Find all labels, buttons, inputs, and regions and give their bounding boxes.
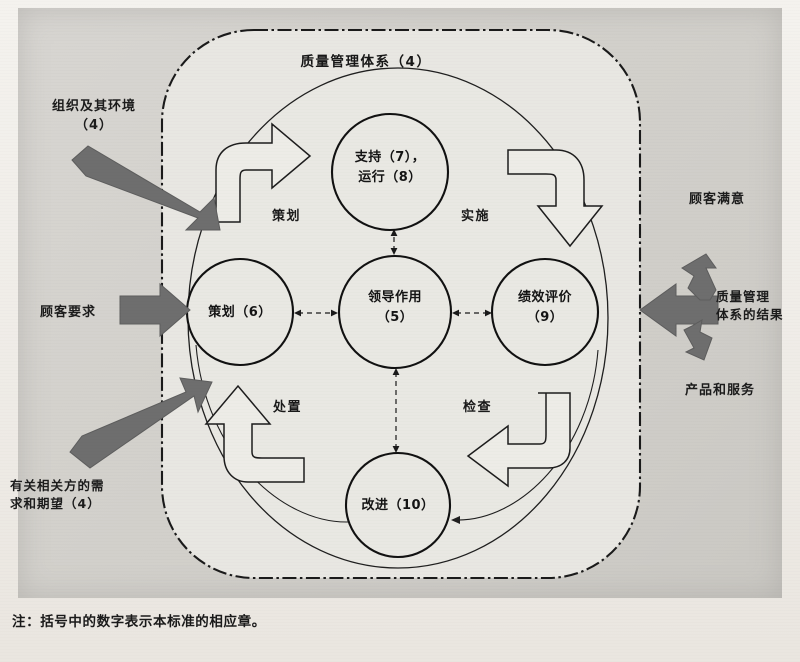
node-label-improvement: 改进（10） bbox=[323, 496, 473, 516]
node-label-line2: （9） bbox=[526, 309, 564, 325]
node-performance-evaluation bbox=[490, 257, 600, 367]
node-label-line1: 策划（6） bbox=[208, 305, 272, 320]
node-label-performance-evaluation: 绩效评价 （9） bbox=[470, 288, 620, 327]
node-label-line2: 运行（8） bbox=[358, 169, 422, 185]
node-label-support-operation: 支持（7）， 运行（8） bbox=[315, 148, 465, 187]
node-label-line1: 改进（10） bbox=[361, 498, 435, 513]
label-line2: （4） bbox=[74, 117, 114, 133]
output-arrow-products-services bbox=[683, 319, 713, 361]
output-arrow-customer-satisfaction bbox=[681, 253, 717, 301]
do-elbow-arrow bbox=[507, 149, 604, 248]
pdca-label-plan: 策划 bbox=[272, 209, 302, 224]
label-line1: 有关相关方的需 bbox=[10, 478, 105, 493]
check-elbow-arrow bbox=[466, 392, 571, 488]
pdca-label-do: 实施 bbox=[461, 209, 491, 224]
node-label-line1: 领导作用 bbox=[367, 290, 422, 305]
label-organization-context: 组织及其环境 （4） bbox=[14, 98, 174, 136]
node-improvement bbox=[344, 451, 452, 559]
connector-planning-leadership bbox=[294, 309, 338, 317]
connector-leadership-support bbox=[390, 229, 398, 255]
input-arrow-customer-requirements bbox=[119, 282, 191, 338]
label-products-services: 产品和服务 bbox=[684, 383, 755, 398]
feedback-curve bbox=[451, 349, 599, 524]
label-line2: 体系的结果 bbox=[716, 307, 784, 323]
act-elbow-arrow bbox=[204, 384, 305, 483]
figure-note: 注：括号中的数字表示本标准的相应章。 bbox=[12, 614, 266, 630]
label-line2: 求和期望（4） bbox=[10, 496, 101, 512]
node-label-line2: （5） bbox=[376, 309, 414, 325]
node-support-operation bbox=[330, 112, 450, 232]
label-line1: 质量管理 bbox=[716, 289, 771, 304]
node-label-planning: 策划（6） bbox=[165, 303, 315, 323]
input-arrow-organization-context bbox=[71, 145, 221, 231]
label-customer-requirements: 顾客要求 bbox=[39, 305, 96, 320]
plan-elbow-arrow bbox=[215, 122, 312, 223]
pdca-label-act: 处置 bbox=[273, 400, 303, 415]
pdca-label-check: 检查 bbox=[463, 400, 493, 415]
connector-leadership-improvement bbox=[392, 368, 400, 453]
label-qms-results: 质量管理 体系的结果 bbox=[716, 288, 800, 324]
node-leadership bbox=[337, 254, 453, 370]
label-customer-satisfaction: 顾客满意 bbox=[688, 192, 745, 207]
output-arrow-cluster bbox=[639, 253, 719, 361]
connector-leadership-performance bbox=[452, 309, 492, 317]
label-interested-parties: 有关相关方的需 求和期望（4） bbox=[10, 477, 160, 513]
input-arrow-interested-parties bbox=[69, 377, 213, 469]
label-line1: 组织及其环境 bbox=[51, 99, 136, 114]
node-label-line1: 支持（7）， bbox=[354, 150, 426, 165]
qms-title: 质量管理体系（4） bbox=[300, 54, 432, 70]
node-label-line1: 绩效评价 bbox=[517, 290, 572, 305]
node-label-leadership: 领导作用 （5） bbox=[320, 288, 470, 327]
